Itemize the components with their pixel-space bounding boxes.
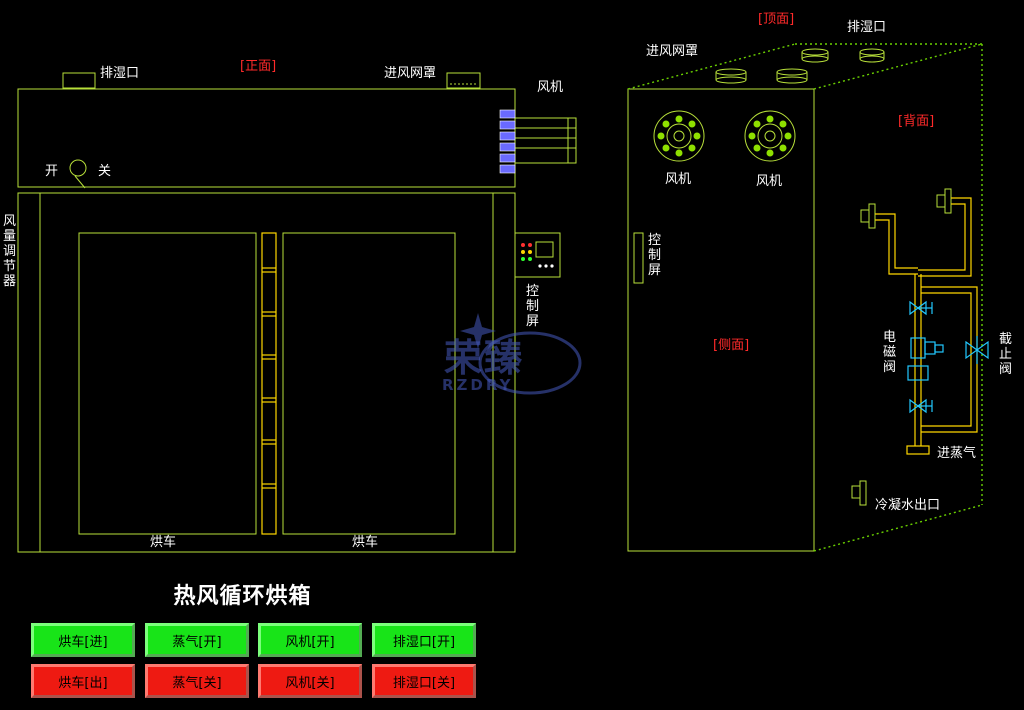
back-ducts [851,188,952,506]
side-control-screen [633,232,644,284]
top-view-label: [顶面] [758,12,795,27]
side-humidity-vent-label: 排湿口 [847,20,887,35]
side-view-label: [侧面] [713,338,750,353]
watermark-brand: 荣臻 [444,336,525,380]
cart-out-button[interactable]: 烘车[出] [31,664,135,698]
stop-valve-label: 截止阀 [999,332,1013,377]
side-front-face [627,88,815,552]
fan-on-button[interactable]: 风机[开] [258,623,362,657]
front-fan-blades [499,109,516,174]
fan-off-button[interactable]: 风机[关] [258,664,362,698]
cart-left-frame [78,232,257,535]
front-air-intake-cover [446,72,481,89]
side-air-intake-label: 进风网罩 [646,44,699,59]
cart-right-label: 烘车 [352,535,379,550]
damper-regulator-label: 风量调节器 [3,214,17,289]
watermark-swoosh [460,313,582,395]
cart-right-frame [282,232,456,535]
front-view-label: [正面] [240,59,277,74]
side-perspective-edges [627,43,983,552]
steam-pipes [875,197,978,455]
steam-on-button[interactable]: 蒸气[开] [145,623,249,657]
brand-watermark: 荣臻 RZDRY [440,305,590,400]
side-view [627,88,815,552]
front-air-intake-label: 进风网罩 [384,66,437,81]
side-fan-1-label: 风机 [665,172,692,187]
front-humidity-vent-label: 排湿口 [100,66,140,81]
condensate-outlet-label: 冷凝水出口 [875,498,941,513]
front-body [17,192,516,553]
front-control-panel [514,232,561,278]
front-upper-housing [17,88,516,188]
valves [907,300,989,414]
side-fan-2-label: 风机 [756,174,783,189]
side-fan-1 [653,110,705,162]
vent-on-button[interactable]: 排湿口[开] [372,623,476,657]
cart-rail [261,232,277,535]
side-control-screen-label: 控制屏 [648,233,662,278]
fan-dots [657,115,792,157]
control-panel-lights [521,243,554,268]
watermark-brand-latin: RZDRY [442,376,514,394]
front-switch [69,159,87,177]
solenoid-valve-label: 电磁阀 [883,330,897,375]
steam-off-button[interactable]: 蒸气[关] [145,664,249,698]
front-control-screen-label: 控制屏 [526,284,540,329]
top-vents [715,48,885,84]
cart-left-label: 烘车 [150,535,177,550]
steam-inlet-label: 进蒸气 [937,446,977,461]
front-fan-motor [514,117,577,164]
vent-off-button[interactable]: 排湿口[关] [372,664,476,698]
front-fan-label: 风机 [537,80,564,95]
switch-on-label: 开 [45,164,59,179]
cart-in-button[interactable]: 烘车[进] [31,623,135,657]
page-title: 热风循环烘箱 [173,584,312,609]
switch-off-label: 关 [98,164,112,179]
front-humidity-vent [62,72,96,89]
side-fan-2 [744,110,796,162]
back-view-label: [背面] [898,114,935,129]
front-view [17,72,577,553]
